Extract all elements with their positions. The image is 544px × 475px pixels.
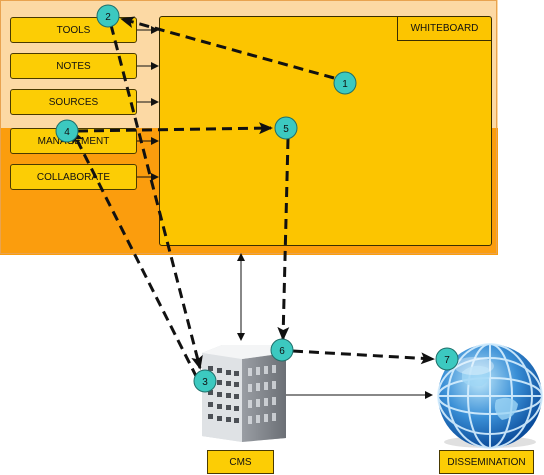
step-marker-5: 5 xyxy=(274,116,298,140)
step-marker-4: 4 xyxy=(55,119,79,143)
flow-arrow-4-3 xyxy=(71,129,198,377)
flow-arrow-6-to-7 xyxy=(292,349,435,365)
whiteboard-label: WHITEBOARD xyxy=(397,17,491,41)
svg-text:5: 5 xyxy=(283,124,289,135)
flow-arrow-2-to-3 xyxy=(109,24,203,370)
svg-text:4: 4 xyxy=(64,127,70,138)
sources-button[interactable]: SOURCES xyxy=(10,89,137,115)
dissemination-label: DISSEMINATION xyxy=(439,450,534,474)
notes-button[interactable]: NOTES xyxy=(10,53,137,79)
step-marker-7: 7 xyxy=(435,347,459,371)
flow-arrows xyxy=(71,16,435,377)
step-marker-1: 1 xyxy=(333,71,357,95)
svg-text:3: 3 xyxy=(202,377,208,388)
whiteboard-area[interactable]: WHITEBOARD xyxy=(159,16,492,246)
flow-arrow-4-to-5 xyxy=(77,122,273,135)
menu-connector-arrows xyxy=(137,26,159,181)
svg-text:1: 1 xyxy=(342,79,348,90)
step-marker-6: 6 xyxy=(270,338,294,362)
svg-text:6: 6 xyxy=(279,346,285,357)
svg-text:2: 2 xyxy=(105,12,111,23)
step-marker-2: 2 xyxy=(96,4,120,28)
flow-arrow-5-to-6 xyxy=(277,138,290,341)
workspace-panel-frame xyxy=(0,0,497,254)
svg-text:7: 7 xyxy=(444,355,450,366)
cms-label: CMS xyxy=(207,450,274,474)
step-marker-3: 3 xyxy=(193,369,217,393)
server-building-icon xyxy=(202,345,286,442)
globe-icon xyxy=(437,343,543,449)
flow-arrow-1-to-2 xyxy=(120,16,335,80)
collaborate-button[interactable]: COLLABORATE xyxy=(10,164,137,190)
